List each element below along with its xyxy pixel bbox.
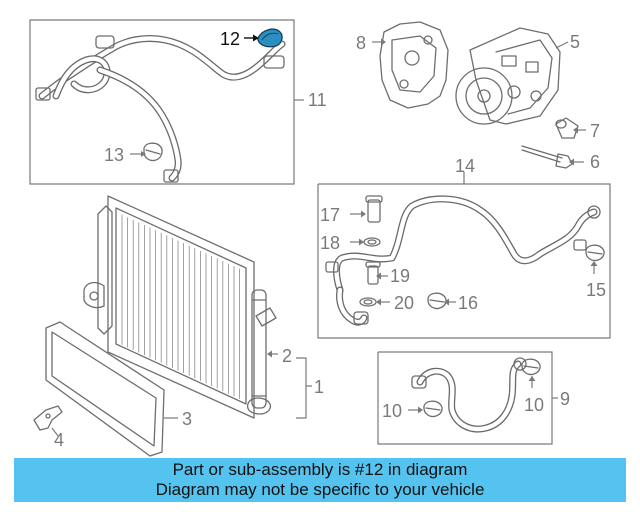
- receiver-drier-2[interactable]: [246, 289, 277, 415]
- condenser-fins: [121, 214, 241, 399]
- clip-15[interactable]: [585, 244, 605, 262]
- arrow-8-icon: [381, 38, 386, 46]
- callout-6[interactable]: 6: [590, 152, 600, 172]
- arrow-15-icon: [590, 261, 598, 266]
- arrow-19-icon: [376, 272, 381, 280]
- liquid-hose-9[interactable]: [411, 357, 527, 433]
- bolt-6[interactable]: [521, 145, 573, 169]
- bracket-4[interactable]: [33, 405, 63, 431]
- arrow-17-icon: [361, 210, 366, 218]
- clip-16[interactable]: [427, 292, 447, 310]
- arrow-12-icon: [253, 34, 259, 42]
- o-ring-18[interactable]: [363, 237, 381, 247]
- callout-13[interactable]: 13: [104, 145, 124, 165]
- clip-13[interactable]: [143, 142, 163, 162]
- callout-12[interactable]: 12: [220, 29, 240, 49]
- compressor-bracket-8[interactable]: [379, 21, 449, 109]
- banner-line-1: Part or sub-assembly is #12 in diagram: [172, 460, 468, 479]
- discharge-hose-14-group: 14 17 18 19: [317, 156, 611, 339]
- callout-20[interactable]: 20: [394, 293, 414, 313]
- callout-10-right[interactable]: 10: [524, 395, 544, 415]
- banner-line-2: Diagram may not be specific to your vehi…: [155, 480, 485, 499]
- sleeve-7[interactable]: [555, 117, 579, 139]
- condenser-1[interactable]: [83, 195, 255, 419]
- callout-15[interactable]: 15: [586, 280, 606, 300]
- arrow-20-icon: [376, 298, 381, 306]
- callout-17[interactable]: 17: [320, 205, 340, 225]
- arrow-18-icon: [359, 238, 364, 246]
- o-ring-20[interactable]: [359, 297, 377, 307]
- callout-10-left[interactable]: 10: [382, 401, 402, 421]
- callout-1[interactable]: 1: [314, 377, 324, 397]
- callout-8[interactable]: 8: [356, 33, 366, 53]
- valve-19[interactable]: [365, 261, 381, 285]
- hose-assembly-9-group: 9 10 10: [377, 351, 570, 445]
- pressure-sensor-17[interactable]: [365, 195, 383, 223]
- arrow-16-icon: [444, 298, 449, 306]
- arrow-7-icon: [573, 126, 578, 134]
- callout-11[interactable]: 11: [308, 90, 327, 110]
- highlighted-part-12[interactable]: [257, 28, 283, 48]
- arrow-6-icon: [569, 158, 574, 166]
- clip-10-right[interactable]: [521, 358, 541, 376]
- hose-assembly-11-group: 13 12 11: [29, 19, 327, 185]
- arrow-10a-icon: [418, 406, 423, 414]
- discharge-hose-14[interactable]: [325, 195, 601, 326]
- arrow-13-icon: [141, 151, 146, 157]
- callout-18[interactable]: 18: [320, 233, 340, 253]
- suction-hose-11[interactable]: [35, 34, 286, 183]
- callout-9[interactable]: 9: [560, 389, 570, 409]
- callout-4[interactable]: 4: [54, 430, 64, 450]
- callout-19[interactable]: 19: [390, 266, 410, 286]
- callout-14[interactable]: 14: [455, 156, 475, 176]
- callout-3[interactable]: 3: [182, 409, 192, 429]
- clip-10-left[interactable]: [423, 400, 443, 418]
- callout-7[interactable]: 7: [590, 121, 600, 141]
- callout-5[interactable]: 5: [570, 32, 580, 52]
- callout-16[interactable]: 16: [458, 293, 478, 313]
- ac-compressor-5[interactable]: [455, 27, 561, 125]
- info-banner: Part or sub-assembly is #12 in diagram D…: [14, 458, 626, 502]
- air-guide-3[interactable]: [45, 321, 165, 457]
- callout-2[interactable]: 2: [282, 346, 292, 366]
- arrow-10b-icon: [528, 376, 536, 381]
- arrow-2-icon: [267, 350, 272, 358]
